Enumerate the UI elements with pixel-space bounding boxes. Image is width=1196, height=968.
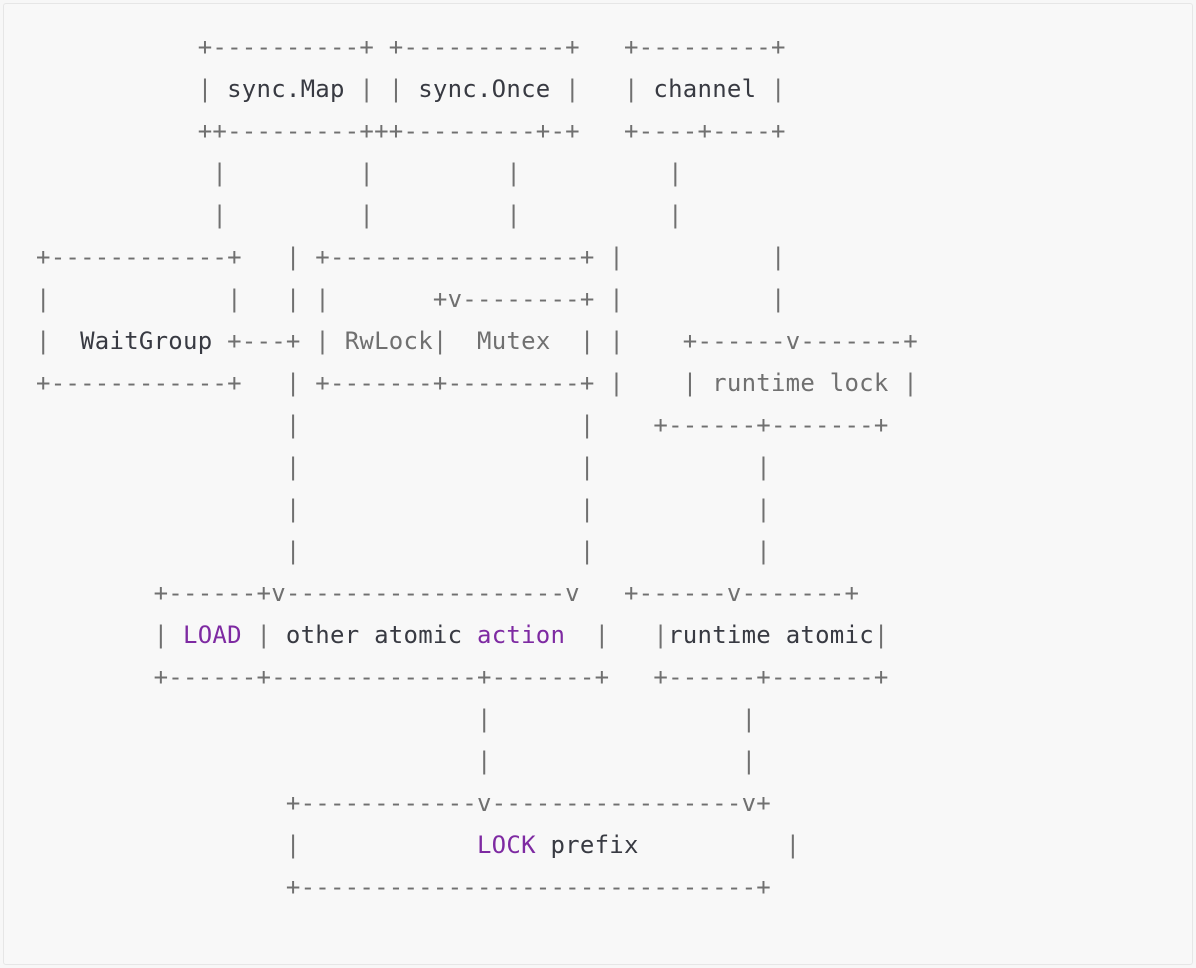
diagram-text: WaitGroup (80, 327, 213, 355)
diagram-line: | | (36, 698, 918, 740)
diagram-text: | | | (36, 495, 771, 523)
diagram-text: other atomic (285, 621, 477, 649)
keyword-token: LOCK (476, 831, 536, 859)
diagram-text: | (241, 621, 286, 649)
diagram-text: +-------------------------------+ (36, 873, 771, 901)
diagram-text: | (888, 369, 918, 397)
diagram-line: | | | | +v--------+ | | (36, 278, 918, 320)
diagram-line: | | | | (36, 152, 918, 194)
diagram-text: +----------+ +-----------+ +---------+ (36, 33, 786, 61)
diagram-line: | | | (36, 530, 918, 572)
diagram-text: prefix (550, 831, 639, 859)
diagram-text: | (756, 75, 786, 103)
diagram-text: sync.Map (227, 75, 345, 103)
diagram-text: | | (344, 75, 419, 103)
diagram-text: runtime lock (712, 369, 889, 397)
diagram-text: | (432, 327, 478, 355)
diagram-text: ++---------+++---------+-+ +----+----+ (36, 117, 786, 145)
diagram-text: +------+--------------+-------+ +------+… (36, 663, 889, 691)
diagram-line: | sync.Map | | sync.Once | | channel | (36, 68, 918, 110)
diagram-line: ++---------+++---------+-+ +----+----+ (36, 110, 918, 152)
diagram-line: +------------+ | +-----------------+ | | (36, 236, 918, 278)
diagram-text: | | (550, 75, 654, 103)
diagram-line: +------+--------------+-------+ +------+… (36, 656, 918, 698)
diagram-line: +------+v-------------------v +------v--… (36, 572, 918, 614)
diagram-line: | | | (36, 446, 918, 488)
diagram-line: | | (36, 740, 918, 782)
diagram-text: | (36, 831, 477, 859)
diagram-text: | (36, 75, 228, 103)
diagram-text: | | | (36, 537, 771, 565)
diagram-text: +---+ | (212, 327, 345, 355)
diagram-line: +----------+ +-----------+ +---------+ (36, 26, 918, 68)
diagram-line: | | | (36, 488, 918, 530)
diagram-text: | (638, 831, 801, 859)
diagram-text: +------------v-----------------v+ (36, 789, 771, 817)
diagram-text: channel (653, 75, 757, 103)
diagram-line: | LOCK prefix | (36, 824, 918, 866)
diagram-line: | LOAD | other atomic action | |runtime … (36, 614, 918, 656)
diagram-line: | | +------+-------+ (36, 404, 918, 446)
diagram-text: | | +------v-------+ (550, 327, 918, 355)
diagram-text: +------+v-------------------v +------v--… (36, 579, 860, 607)
diagram-line: +------------v-----------------v+ (36, 782, 918, 824)
diagram-text: | (36, 621, 183, 649)
diagram-text (536, 831, 551, 859)
diagram-text: | | (565, 621, 669, 649)
diagram-text: | | (36, 705, 757, 733)
diagram-text: runtime atomic (668, 621, 874, 649)
diagram-text: +------------+ | +-----------------+ | | (36, 243, 786, 271)
diagram-line: +-------------------------------+ (36, 866, 918, 908)
diagram-text: sync.Once (418, 75, 551, 103)
diagram-text: | | +------+-------+ (36, 411, 889, 439)
diagram-text: | | | (36, 453, 771, 481)
diagram-line: +------------+ | +-------+---------+ | |… (36, 362, 918, 404)
diagram-text: | | | | (36, 201, 683, 229)
diagram-line: | | | | (36, 194, 918, 236)
diagram-text: | | | | +v--------+ | | (36, 285, 786, 313)
keyword-token: action (477, 621, 566, 649)
code-block: +----------+ +-----------+ +---------+ |… (3, 3, 1193, 965)
diagram-text: RwLock (344, 327, 433, 355)
diagram-text: | | (36, 747, 757, 775)
keyword-token: LOAD (183, 621, 242, 649)
diagram-text: | (873, 621, 889, 649)
diagram-text: +------------+ | +-------+---------+ | | (36, 369, 713, 397)
diagram-text: | | | | (36, 159, 683, 187)
diagram-text: | (36, 327, 81, 355)
ascii-diagram: +----------+ +-----------+ +---------+ |… (36, 26, 918, 908)
diagram-text: Mutex (477, 327, 551, 355)
diagram-line: | WaitGroup +---+ | RwLock| Mutex | | +-… (36, 320, 918, 362)
